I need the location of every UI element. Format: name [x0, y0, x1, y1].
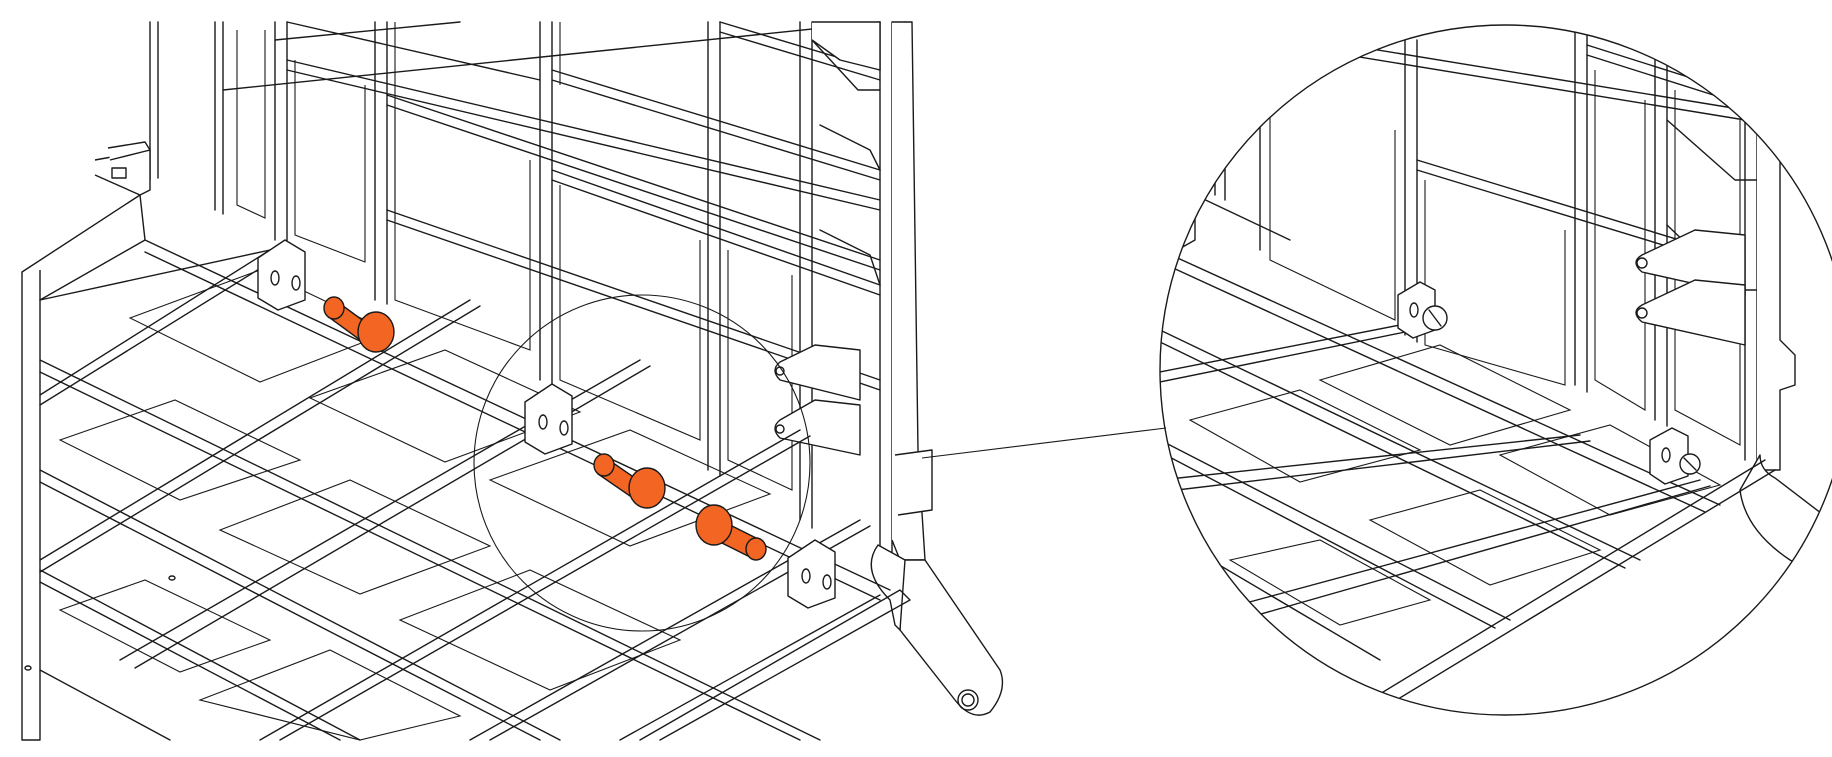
detail-leader-line — [921, 427, 1167, 459]
front-lip — [619, 589, 911, 741]
hinge-knuckles-center — [524, 383, 573, 455]
main-view — [21, 21, 1167, 741]
pin-2 — [593, 453, 666, 509]
detail-callout-circle — [473, 294, 811, 632]
floor-grid — [24, 239, 891, 741]
left-wall — [21, 141, 151, 741]
hinge-bracket-upper — [774, 344, 861, 401]
detail-view — [1159, 24, 1832, 716]
hinge-knuckles-right — [787, 539, 836, 609]
hinge-knuckles-left — [257, 239, 306, 311]
detail-view-frame — [1159, 24, 1832, 716]
right-post — [870, 21, 1004, 716]
pin-1 — [323, 296, 395, 353]
hinge-bracket-lower — [774, 399, 861, 456]
pin-3 — [695, 504, 767, 561]
